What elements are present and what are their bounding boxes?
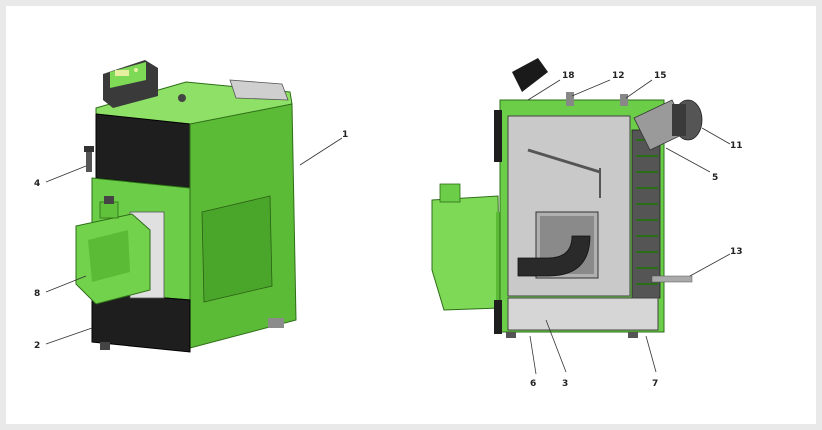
left-callouts: 1 4 8 2	[34, 130, 348, 351]
flue-elbow	[633, 99, 703, 151]
label-part-4: 4	[34, 179, 40, 189]
label-part-15: 15	[654, 71, 667, 81]
boiler-exterior-view	[75, 60, 297, 353]
top-pipe-left	[566, 92, 574, 106]
label-part-2: 2	[34, 341, 40, 351]
side-recess	[201, 195, 273, 303]
label-part-6: 6	[530, 379, 536, 389]
label-part-7: 7	[652, 379, 658, 389]
upper-door	[95, 113, 191, 189]
controller-box	[103, 60, 158, 108]
flue-outlet-top	[229, 79, 289, 101]
right-callouts: 18 12 15 11 5 13 6 3 7	[527, 71, 743, 389]
label-part-5: 5	[712, 173, 718, 183]
label-part-18: 18	[562, 71, 575, 81]
heat-exchanger	[631, 129, 661, 299]
boiler-cross-section	[431, 58, 703, 338]
burner-side-view	[431, 183, 510, 311]
pellet-burner	[75, 196, 151, 305]
label-part-3: 3	[562, 379, 568, 389]
label-part-11: 11	[730, 141, 743, 151]
top-fitting	[178, 94, 186, 102]
foot-right	[268, 318, 284, 328]
side-rod	[651, 275, 693, 283]
label-part-12: 12	[612, 71, 625, 81]
foot-left	[100, 342, 110, 350]
baffle	[527, 148, 601, 174]
label-part-1: 1	[342, 130, 348, 140]
top-pipe-right	[620, 94, 628, 106]
label-part-13: 13	[730, 247, 743, 257]
exchanger-coils	[636, 139, 658, 285]
door-handle	[84, 146, 94, 172]
ash-pan	[507, 297, 659, 331]
burner-tube	[517, 235, 591, 277]
section-controller	[512, 58, 548, 92]
label-part-8: 8	[34, 289, 40, 299]
